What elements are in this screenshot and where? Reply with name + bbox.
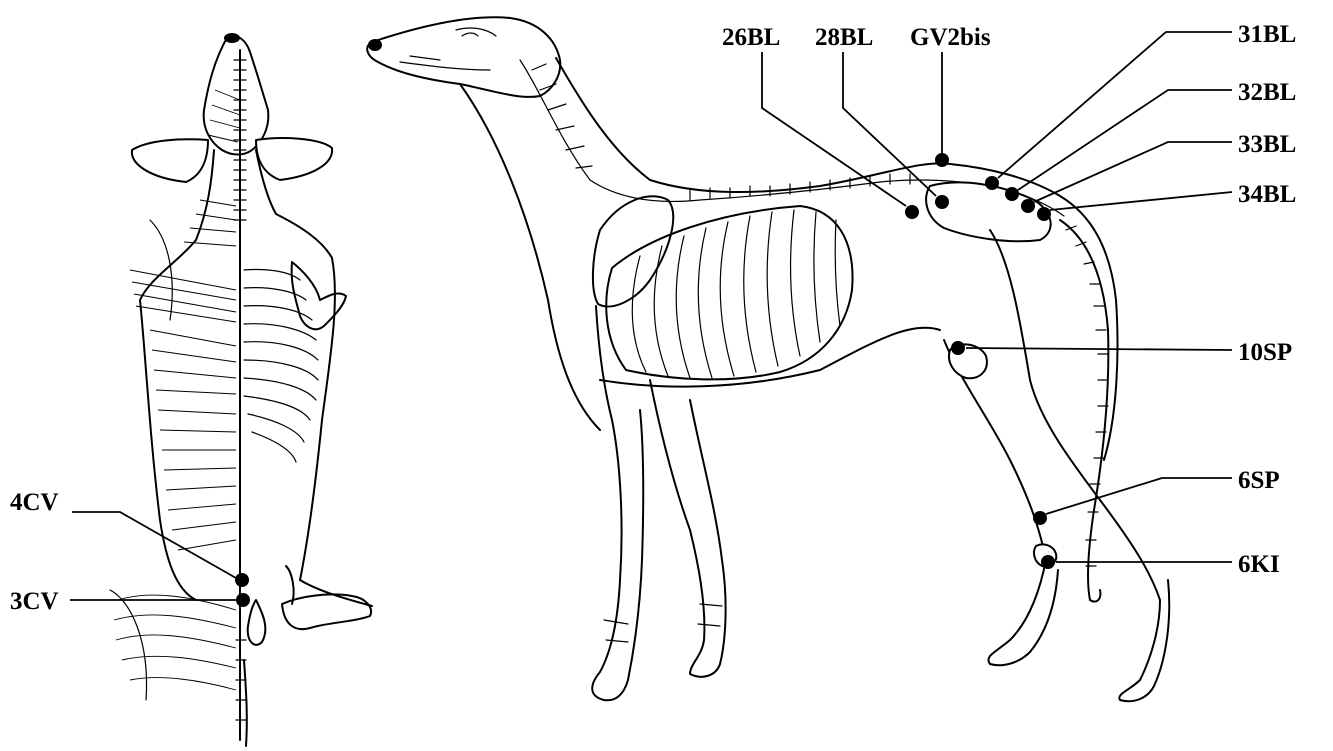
point-6ki bbox=[1041, 555, 1055, 569]
point-26bl bbox=[905, 205, 919, 219]
lateral-pelvis bbox=[926, 182, 1051, 241]
lateral-hindleg-far bbox=[944, 340, 1058, 665]
lateral-throat-chest bbox=[460, 84, 600, 430]
ventral-body-outline bbox=[140, 150, 372, 606]
label-3cv: 3CV bbox=[10, 588, 59, 615]
lateral-head bbox=[367, 17, 560, 97]
label-26bl: 26BL bbox=[722, 24, 780, 51]
point-6sp bbox=[1033, 511, 1047, 525]
point-31bl bbox=[985, 176, 999, 190]
lateral-view-dog: 26BL 28BL GV2bis 31BL 32BL 33BL 34BL 10S… bbox=[367, 17, 1296, 701]
leader-10sp bbox=[966, 348, 1232, 350]
label-34bl: 34BL bbox=[1238, 181, 1296, 208]
point-10sp bbox=[951, 341, 965, 355]
leader-6sp bbox=[1046, 478, 1232, 514]
leader-4cv bbox=[72, 512, 236, 578]
lateral-tail bbox=[1060, 220, 1108, 602]
point-32bl bbox=[1005, 187, 1019, 201]
ventral-ear-left bbox=[132, 139, 208, 182]
ventral-ear-right bbox=[256, 138, 332, 180]
ventral-nose bbox=[224, 33, 240, 43]
point-3cv bbox=[236, 593, 250, 607]
lateral-nose bbox=[368, 39, 382, 51]
label-32bl: 32BL bbox=[1238, 79, 1296, 106]
leader-31bl bbox=[998, 32, 1232, 178]
point-28bl bbox=[935, 195, 949, 209]
label-6ki: 6KI bbox=[1238, 551, 1280, 578]
lateral-foreleg-back bbox=[650, 380, 726, 677]
label-4cv: 4CV bbox=[10, 489, 59, 516]
lateral-hindleg-near bbox=[990, 230, 1169, 701]
lateral-tail-vertebrae bbox=[1066, 226, 1108, 566]
label-10sp: 10SP bbox=[1238, 339, 1292, 366]
leader-34bl bbox=[1050, 192, 1232, 210]
leader-32bl bbox=[1018, 90, 1232, 190]
ventral-pelvis bbox=[248, 600, 266, 645]
point-33bl bbox=[1021, 199, 1035, 213]
leader-33bl bbox=[1034, 142, 1232, 202]
ventral-ribs bbox=[244, 269, 318, 462]
lateral-belly bbox=[600, 328, 940, 387]
ventral-muscle-hatching bbox=[110, 90, 240, 700]
label-6sp: 6SP bbox=[1238, 467, 1280, 494]
point-gv2bis bbox=[935, 153, 949, 167]
label-31bl: 31BL bbox=[1238, 21, 1296, 48]
point-4cv bbox=[235, 573, 249, 587]
ventral-hindleg bbox=[282, 566, 371, 629]
label-gv2bis: GV2bis bbox=[910, 24, 991, 51]
label-28bl: 28BL bbox=[815, 24, 873, 51]
point-34bl bbox=[1037, 207, 1051, 221]
ventral-view-dog: 4CV 3CV bbox=[10, 33, 372, 746]
ventral-tail bbox=[244, 660, 247, 746]
label-33bl: 33BL bbox=[1238, 131, 1296, 158]
